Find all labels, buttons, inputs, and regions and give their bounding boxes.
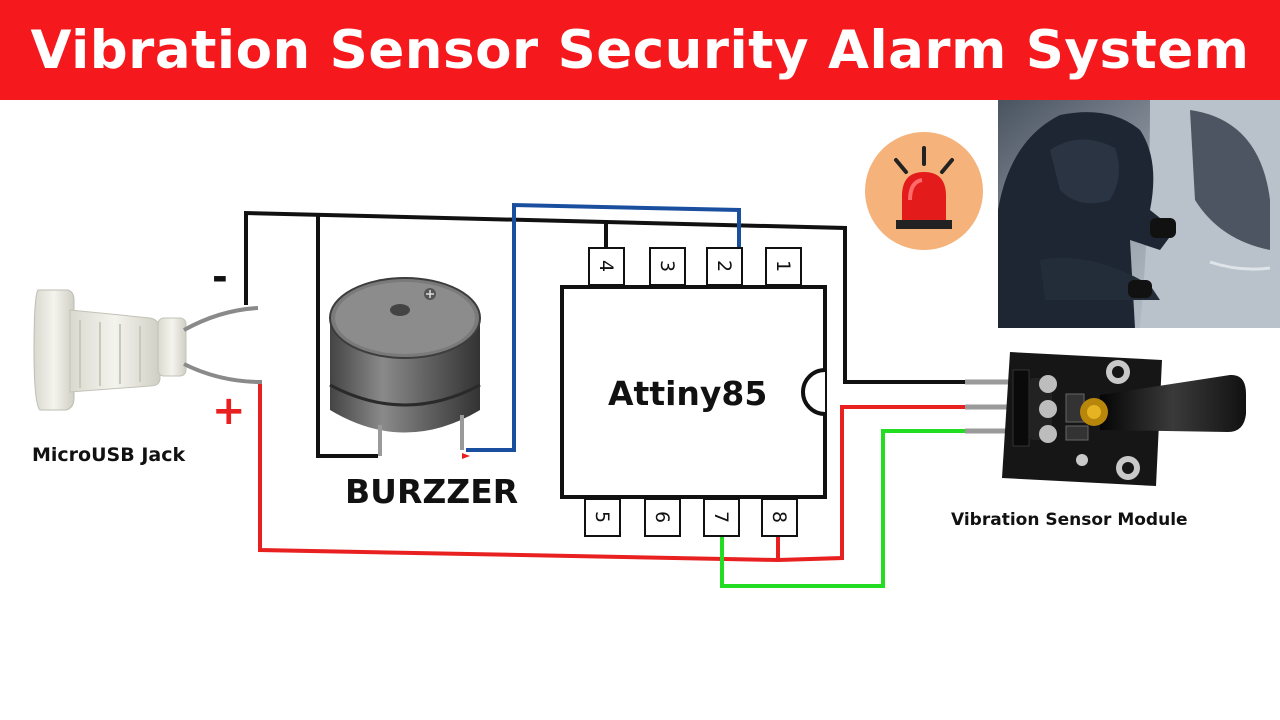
microusb-jack — [33, 289, 263, 411]
chip-pin-4: 4 — [588, 247, 625, 286]
chip-pin-6: 6 — [644, 498, 681, 537]
vcc-wire-sensor — [777, 405, 965, 562]
attiny85-chip — [560, 285, 827, 499]
chip-pin-3: 3 — [649, 247, 686, 286]
svg-text:4: 4 — [595, 260, 617, 272]
vibration-sensor-module — [965, 352, 1246, 486]
buzzer-label: BURZZER — [345, 472, 518, 511]
chip-label: Attiny85 — [608, 374, 767, 413]
buzzer — [329, 277, 481, 459]
svg-text:2: 2 — [713, 260, 735, 272]
usb-plus-sign: + — [212, 388, 246, 434]
vcc-wire — [258, 380, 780, 563]
title-banner: Vibration Sensor Security Alarm System — [0, 0, 1280, 100]
chip-pin-8: 8 — [761, 498, 798, 537]
thief-photo — [998, 100, 1280, 329]
chip-pin-2: 2 — [706, 247, 743, 286]
chip-pin-1: 1 — [765, 247, 802, 286]
alarm-siren-icon — [865, 132, 983, 250]
usb-minus-sign: - — [212, 255, 228, 299]
page-title: Vibration Sensor Security Alarm System — [30, 19, 1250, 81]
svg-text:8: 8 — [768, 511, 790, 523]
chip-pin-7: 7 — [703, 498, 740, 537]
buzzer-signal-wire — [466, 202, 741, 452]
svg-text:6: 6 — [651, 511, 673, 523]
svg-text:5: 5 — [591, 511, 613, 523]
gnd-wire-main — [244, 210, 965, 384]
sensor-output-wire — [720, 429, 965, 588]
usb-jack-label: MicroUSB Jack — [32, 444, 185, 466]
chip-pin-5: 5 — [584, 498, 621, 537]
svg-text:1: 1 — [772, 260, 794, 272]
sensor-label: Vibration Sensor Module — [951, 510, 1188, 530]
svg-text:3: 3 — [656, 260, 678, 272]
gnd-wire-buzzer — [316, 215, 378, 458]
svg-text:7: 7 — [710, 511, 732, 523]
